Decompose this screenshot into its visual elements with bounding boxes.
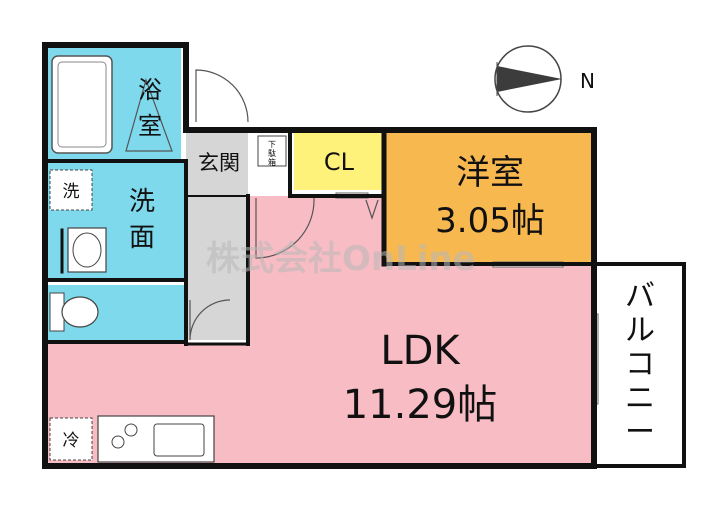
wash-basin — [72, 232, 102, 268]
compass: N — [494, 45, 595, 113]
ldk-fill — [45, 196, 594, 466]
door-swings — [125, 69, 379, 341]
closet-door-mark — [365, 199, 379, 220]
stove-burner-1 — [111, 435, 125, 449]
shoe-box — [257, 135, 287, 167]
western-room-name: 洋室 — [456, 153, 524, 193]
bath-label: 浴室 — [138, 76, 162, 140]
fridge-marker — [49, 417, 93, 461]
balcony-label: バルコニー — [625, 279, 655, 450]
compass-needle-icon — [497, 66, 562, 92]
entrance-fill — [186, 133, 248, 340]
wall-outer-left-bottom — [42, 42, 597, 469]
stove-burner-2 — [124, 423, 138, 437]
closet-fill — [294, 133, 384, 190]
compass-label: N — [580, 69, 595, 93]
western-room-size: 3.05帖 — [435, 201, 545, 241]
ldk-size: 11.29帖 — [343, 382, 498, 428]
kitchen-sink — [153, 423, 205, 457]
fridge-marker-label: 冷 — [63, 431, 80, 451]
wall-outer-top-left — [42, 42, 189, 133]
walls — [42, 42, 686, 469]
ldk-door-swing — [255, 197, 315, 259]
shoe-box-label: 下駄箱 — [268, 140, 276, 167]
front-door-swing — [195, 69, 249, 123]
washroom-label: 洗面 — [129, 187, 155, 253]
bath-door-swing — [125, 78, 173, 152]
ldk-name: LDK — [380, 328, 461, 374]
wall-balcony — [592, 262, 686, 468]
toilet-door-swing — [189, 299, 231, 341]
western-room-fill — [386, 130, 594, 264]
washer-marker — [49, 169, 93, 211]
watermark: 株式会社OnLine — [206, 239, 476, 279]
entrance-label: 玄関 — [198, 151, 240, 175]
wash-sink — [67, 227, 107, 273]
kitchen-counter — [97, 415, 215, 463]
balcony-fill — [596, 264, 684, 466]
bathtub-inner — [57, 61, 107, 148]
bathtub — [51, 55, 113, 154]
closet-label: CL — [324, 148, 355, 176]
toilet-bowl — [61, 296, 99, 328]
washer-marker-label: 洗 — [63, 182, 80, 202]
